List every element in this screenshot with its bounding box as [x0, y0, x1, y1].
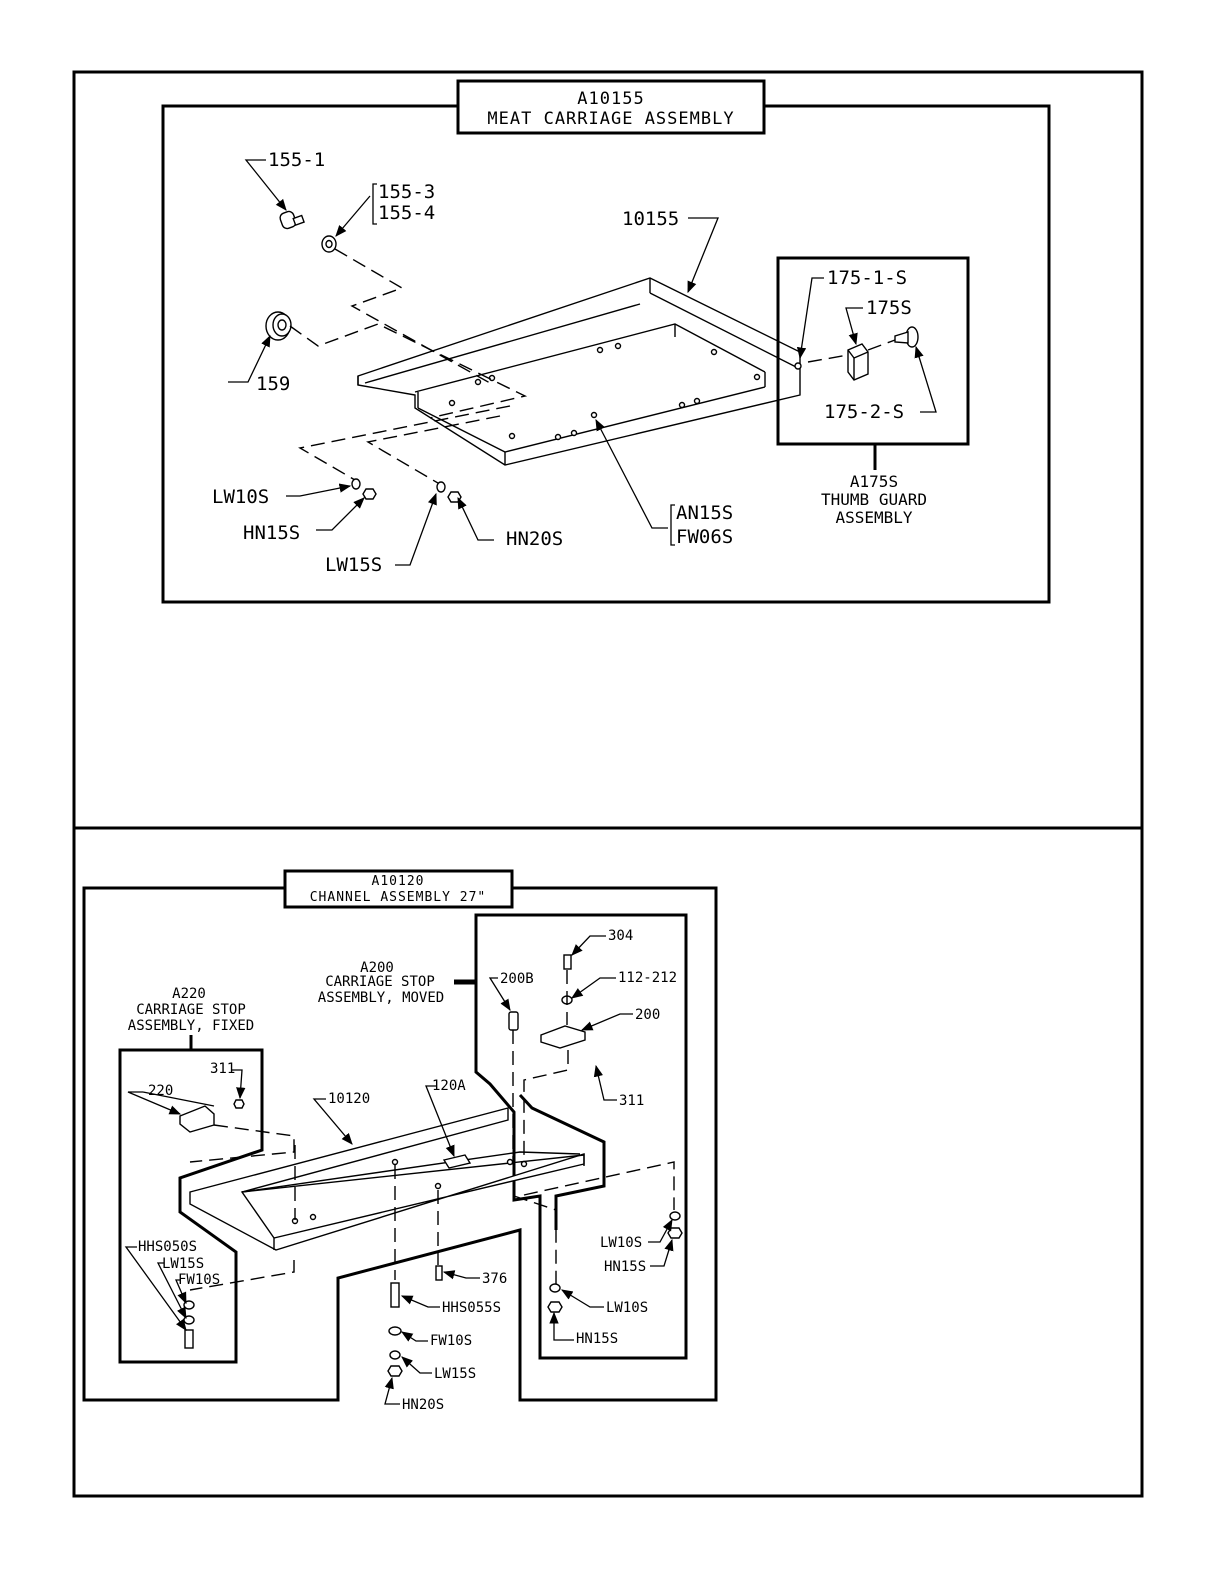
label-lw10s-upper: LW10S	[600, 1235, 642, 1251]
screw-304	[563, 954, 572, 970]
label-200: 200	[635, 1007, 660, 1023]
label-hn15s-lower: HN15S	[576, 1331, 618, 1347]
moved-stop-line2: ASSEMBLY, MOVED	[318, 990, 444, 1006]
channel-10120	[189, 1107, 585, 1251]
label-175-2-s: 175-2-S	[824, 401, 904, 423]
label-lw10s: LW10S	[212, 486, 269, 508]
label-155-3: 155-3	[378, 181, 435, 203]
moved-stop-box	[474, 913, 688, 1360]
knob-155-1	[279, 210, 305, 230]
label-200b: 200B	[500, 971, 534, 987]
label-155-4: 155-4	[378, 202, 435, 224]
screw-311-left	[233, 1099, 245, 1109]
label-10120: 10120	[328, 1091, 370, 1107]
label-159: 159	[256, 373, 290, 395]
thumb-guard-box	[776, 256, 970, 446]
label-lw15s: LW15S	[325, 554, 382, 576]
label-10155: 10155	[622, 208, 679, 230]
label-hn15s-upper: HN15S	[604, 1259, 646, 1275]
bottom-title-name: CHANNEL ASSEMBLY 27"	[310, 890, 487, 905]
label-hn20s-center: HN20S	[402, 1397, 444, 1413]
label-220: 220	[148, 1083, 173, 1099]
label-120a: 120A	[432, 1078, 466, 1094]
top-title-code: A10155	[577, 89, 644, 109]
moved-stop-line1: CARRIAGE STOP	[325, 974, 435, 990]
bottom-diagram-border	[82, 886, 718, 1402]
screw-376	[435, 1265, 443, 1281]
label-fw10s-left: FW10S	[178, 1272, 220, 1288]
page-frame	[72, 70, 1144, 1498]
left-hardware-stack	[183, 1300, 195, 1349]
moved-stop-code: A200	[360, 960, 394, 976]
label-304: 304	[608, 928, 633, 944]
label-hn15s: HN15S	[243, 522, 300, 544]
label-175s: 175S	[866, 297, 912, 319]
stop-block-220	[179, 1105, 215, 1133]
hardware-hn15s	[362, 488, 377, 500]
wheel-159	[265, 311, 292, 341]
fixed-stop-line2: ASSEMBLY, FIXED	[128, 1018, 254, 1034]
fixed-stop-line1: CARRIAGE STOP	[136, 1002, 246, 1018]
label-fw10s-center: FW10S	[430, 1333, 472, 1349]
thumb-guard-code: A175S	[850, 472, 898, 491]
label-hhs055s: HHS055S	[442, 1300, 501, 1316]
label-112-212: 112-212	[618, 970, 677, 986]
thumb-guard-175s	[847, 343, 869, 381]
washer-155-3	[321, 235, 337, 253]
pin-200b	[508, 1011, 519, 1031]
label-311-left: 311	[210, 1061, 235, 1077]
label-155-1: 155-1	[268, 149, 325, 171]
bottom-diagram: A10120 CHANNEL ASSEMBLY 27"	[82, 869, 718, 1413]
right-hardware-lower	[547, 1283, 563, 1313]
meat-carriage-tray	[357, 277, 802, 466]
label-311-right: 311	[619, 1093, 644, 1109]
bottom-title-code: A10120	[372, 874, 425, 889]
screw-175-2-s	[894, 326, 919, 348]
label-hhs050s: HHS050S	[138, 1239, 197, 1255]
label-175-1-s: 175-1-S	[827, 267, 907, 289]
fixed-stop-box	[118, 1048, 264, 1364]
label-an15s: AN15S	[676, 502, 733, 524]
top-title-box	[456, 79, 766, 135]
thumb-guard-line1: THUMB GUARD	[821, 490, 927, 509]
hardware-lw10s	[351, 478, 361, 490]
thumb-guard-line2: ASSEMBLY	[835, 508, 912, 527]
right-hardware-upper	[667, 1211, 683, 1239]
top-diagram: A10155 MEAT CARRIAGE ASSEMBLY	[161, 79, 1051, 604]
label-hn20s: HN20S	[506, 528, 563, 550]
label-lw15s-left: LW15S	[162, 1256, 204, 1272]
bottom-title-box	[283, 869, 514, 909]
label-lw15s-center: LW15S	[434, 1366, 476, 1382]
label-lw10s-lower: LW10S	[606, 1300, 648, 1316]
fixed-stop-code: A220	[172, 986, 206, 1002]
label-fw06s: FW06S	[676, 526, 733, 548]
bracket-200	[540, 1025, 586, 1049]
hardware-lw15s	[436, 481, 446, 493]
label-376: 376	[482, 1271, 507, 1287]
center-hardware-stack	[387, 1282, 403, 1377]
top-title-name: MEAT CARRIAGE ASSEMBLY	[487, 109, 734, 129]
